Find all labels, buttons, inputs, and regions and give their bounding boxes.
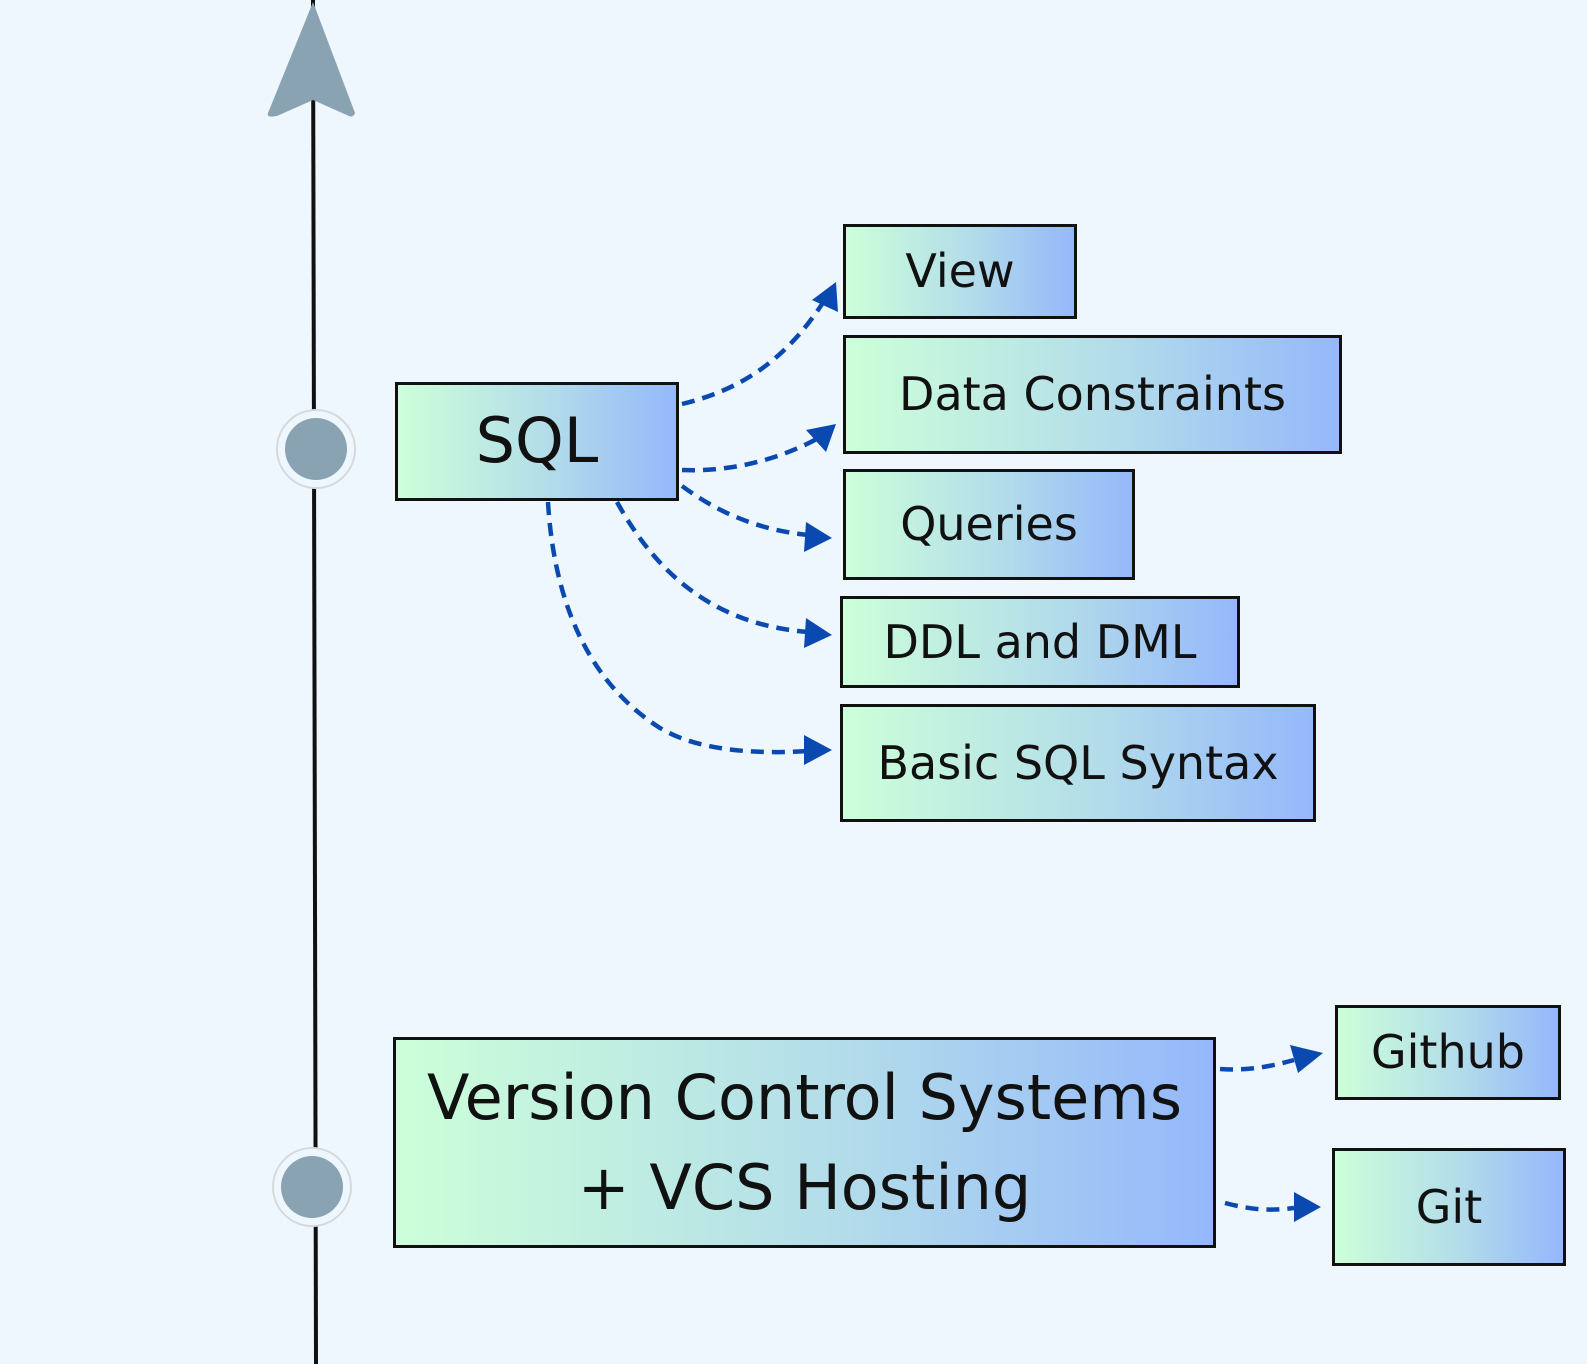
milestone-vcs xyxy=(272,1147,352,1227)
timeline-line xyxy=(311,0,318,1364)
milestone-sql-dot xyxy=(285,418,347,480)
milestone-sql xyxy=(276,409,356,489)
subtopic-queries[interactable]: Queries xyxy=(843,469,1135,580)
connector-sql-syntax xyxy=(545,501,809,755)
connector-sql-ddl-head xyxy=(804,618,832,648)
topic-sql[interactable]: SQL xyxy=(395,382,679,501)
subtopic-basic-sql-syntax[interactable]: Basic SQL Syntax xyxy=(840,704,1316,822)
subtopic-data-constraints[interactable]: Data Constraints xyxy=(843,335,1342,454)
connector-sql-constraints-head xyxy=(806,424,836,452)
subtopic-view[interactable]: View xyxy=(843,224,1077,319)
subtopic-github[interactable]: Github xyxy=(1335,1005,1561,1100)
subtopic-ddl-and-dml[interactable]: DDL and DML xyxy=(840,596,1240,688)
milestone-vcs-dot xyxy=(281,1156,343,1218)
connector-sql-constraints xyxy=(681,434,824,473)
connector-vcs-github xyxy=(1219,1057,1295,1072)
connector-sql-queries-head xyxy=(804,522,832,552)
topic-version-control[interactable]: Version Control Systems + VCS Hosting xyxy=(393,1037,1216,1248)
connector-sql-view xyxy=(681,286,834,407)
connector-sql-ddl xyxy=(615,500,809,635)
connector-sql-queries xyxy=(680,484,809,538)
connector-vcs-git xyxy=(1224,1200,1295,1212)
connector-vcs-git-head xyxy=(1294,1192,1321,1222)
connector-vcs-github-head xyxy=(1290,1045,1323,1073)
timeline-arrow-icon xyxy=(267,2,355,117)
subtopic-git[interactable]: Git xyxy=(1332,1148,1566,1266)
connector-sql-syntax-head xyxy=(804,735,832,765)
connector-sql-view-head xyxy=(812,282,838,312)
